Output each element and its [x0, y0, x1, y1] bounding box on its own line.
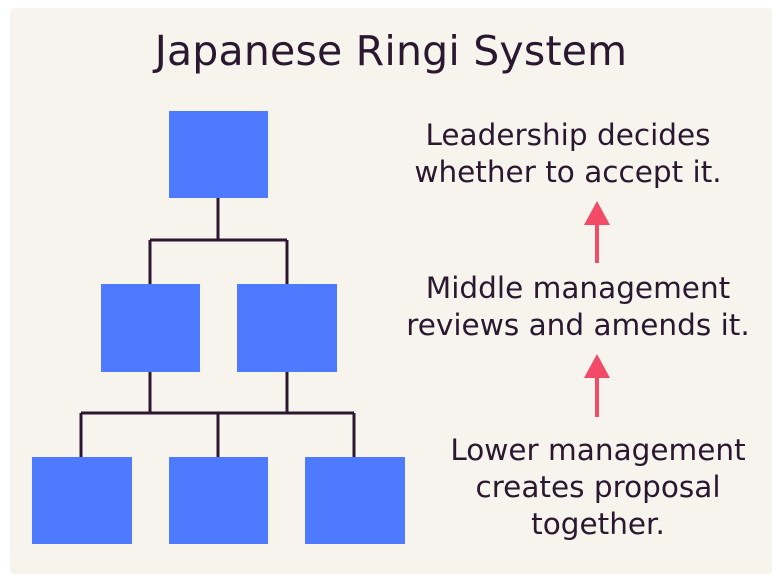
lower-management-box-left: [32, 457, 132, 544]
arrow-up-icon: [584, 354, 610, 417]
step-line: Leadership decides: [425, 118, 711, 152]
connector-lines: [79, 198, 356, 457]
diagram-title: Japanese Ringi System: [154, 27, 628, 75]
up-arrows: [584, 201, 610, 417]
arrow-up-icon: [584, 201, 610, 263]
step-line: Middle management: [425, 271, 731, 305]
lower-management-box-right: [305, 457, 405, 544]
step-lower-management-text: Lower management creates proposal togeth…: [420, 432, 776, 543]
step-line: Lower management: [450, 433, 746, 467]
lower-management-box-center: [169, 457, 268, 544]
middle-management-box-right: [237, 284, 337, 372]
step-middle-management-text: Middle management reviews and amends it.: [378, 270, 778, 344]
leadership-box: [169, 111, 268, 198]
step-line: reviews and amends it.: [406, 308, 750, 342]
step-line: together.: [531, 507, 665, 541]
step-line: creates proposal: [475, 470, 721, 504]
step-line: whether to accept it.: [414, 155, 722, 189]
hierarchy-boxes: [32, 111, 405, 544]
step-leadership-text: Leadership decides whether to accept it.: [388, 117, 748, 191]
middle-management-box-left: [101, 284, 200, 372]
